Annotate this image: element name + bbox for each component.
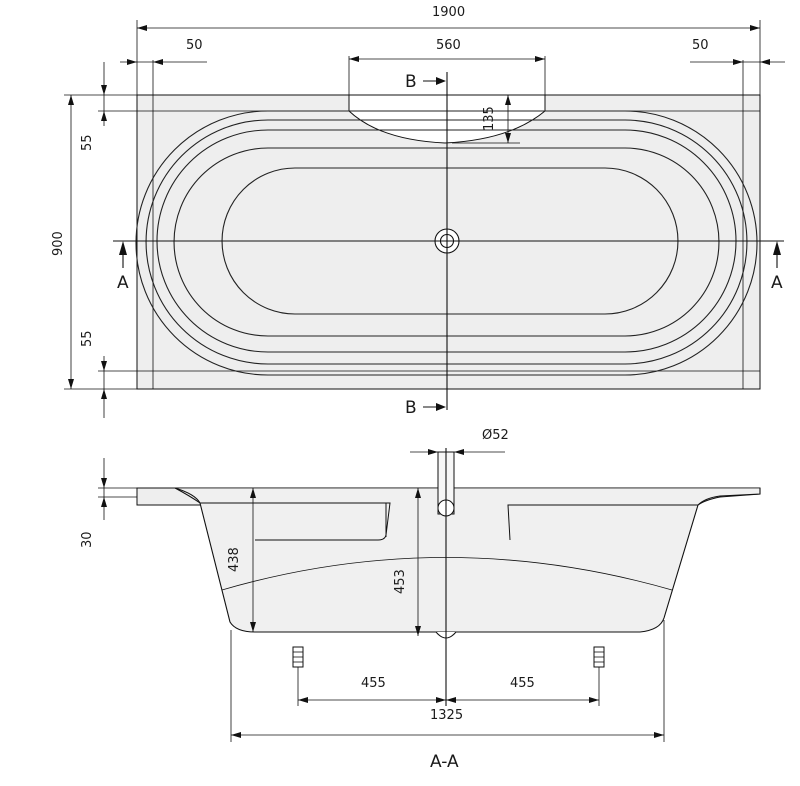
dim-depth-center-453: 453 [393, 488, 421, 636]
dim-width-1900: 1900 [136, 5, 761, 95]
svg-text:900: 900 [51, 231, 66, 256]
dim-edge-left-50: 50 [120, 38, 207, 65]
dim-feet-left-455: 455 [298, 676, 446, 703]
dim-rim-thickness-30: 30 [80, 458, 137, 548]
svg-text:560: 560 [436, 38, 461, 53]
svg-text:55: 55 [80, 134, 95, 151]
dim-feet-right-455: 455 [446, 676, 599, 703]
svg-text:1900: 1900 [432, 5, 465, 20]
dim-rim-bottom-55: 55 [80, 330, 137, 418]
top-view: A A B B 1900 50 [51, 5, 785, 418]
dim-drain-diameter: Ø52 [410, 428, 509, 455]
dim-cutout-560: 560 [348, 38, 546, 95]
dim-cutout-depth-135: 135 [452, 94, 520, 144]
svg-text:Ø52: Ø52 [482, 428, 509, 443]
section-view: Ø52 30 438 453 [80, 428, 761, 772]
section-caption: A-A [430, 752, 459, 772]
dim-feet-span-label: 1325 [430, 708, 463, 723]
tub-body-section [137, 487, 761, 633]
svg-text:50: 50 [692, 38, 709, 53]
svg-text:438: 438 [227, 547, 242, 572]
foot-left-icon [292, 646, 304, 706]
foot-right-icon [593, 646, 605, 706]
svg-text:453: 453 [393, 569, 408, 594]
section-a-right-label: A [771, 273, 783, 293]
svg-text:455: 455 [510, 676, 535, 691]
section-b-top-label: B [405, 72, 417, 92]
basin-rings [135, 110, 758, 376]
dim-bottom-width [230, 620, 665, 742]
svg-text:55: 55 [80, 330, 95, 347]
dim-height-900: 900 [51, 94, 137, 390]
svg-text:135: 135 [482, 106, 497, 131]
section-b-bottom-label: B [405, 398, 417, 418]
svg-text:455: 455 [361, 676, 386, 691]
section-a-left-label: A [117, 273, 129, 293]
dim-rim-top-55: 55 [80, 62, 137, 151]
dim-edge-right-50: 50 [690, 38, 785, 65]
svg-text:50: 50 [186, 38, 203, 53]
svg-text:30: 30 [80, 531, 95, 548]
dim-depth-side-438: 438 [227, 488, 256, 632]
